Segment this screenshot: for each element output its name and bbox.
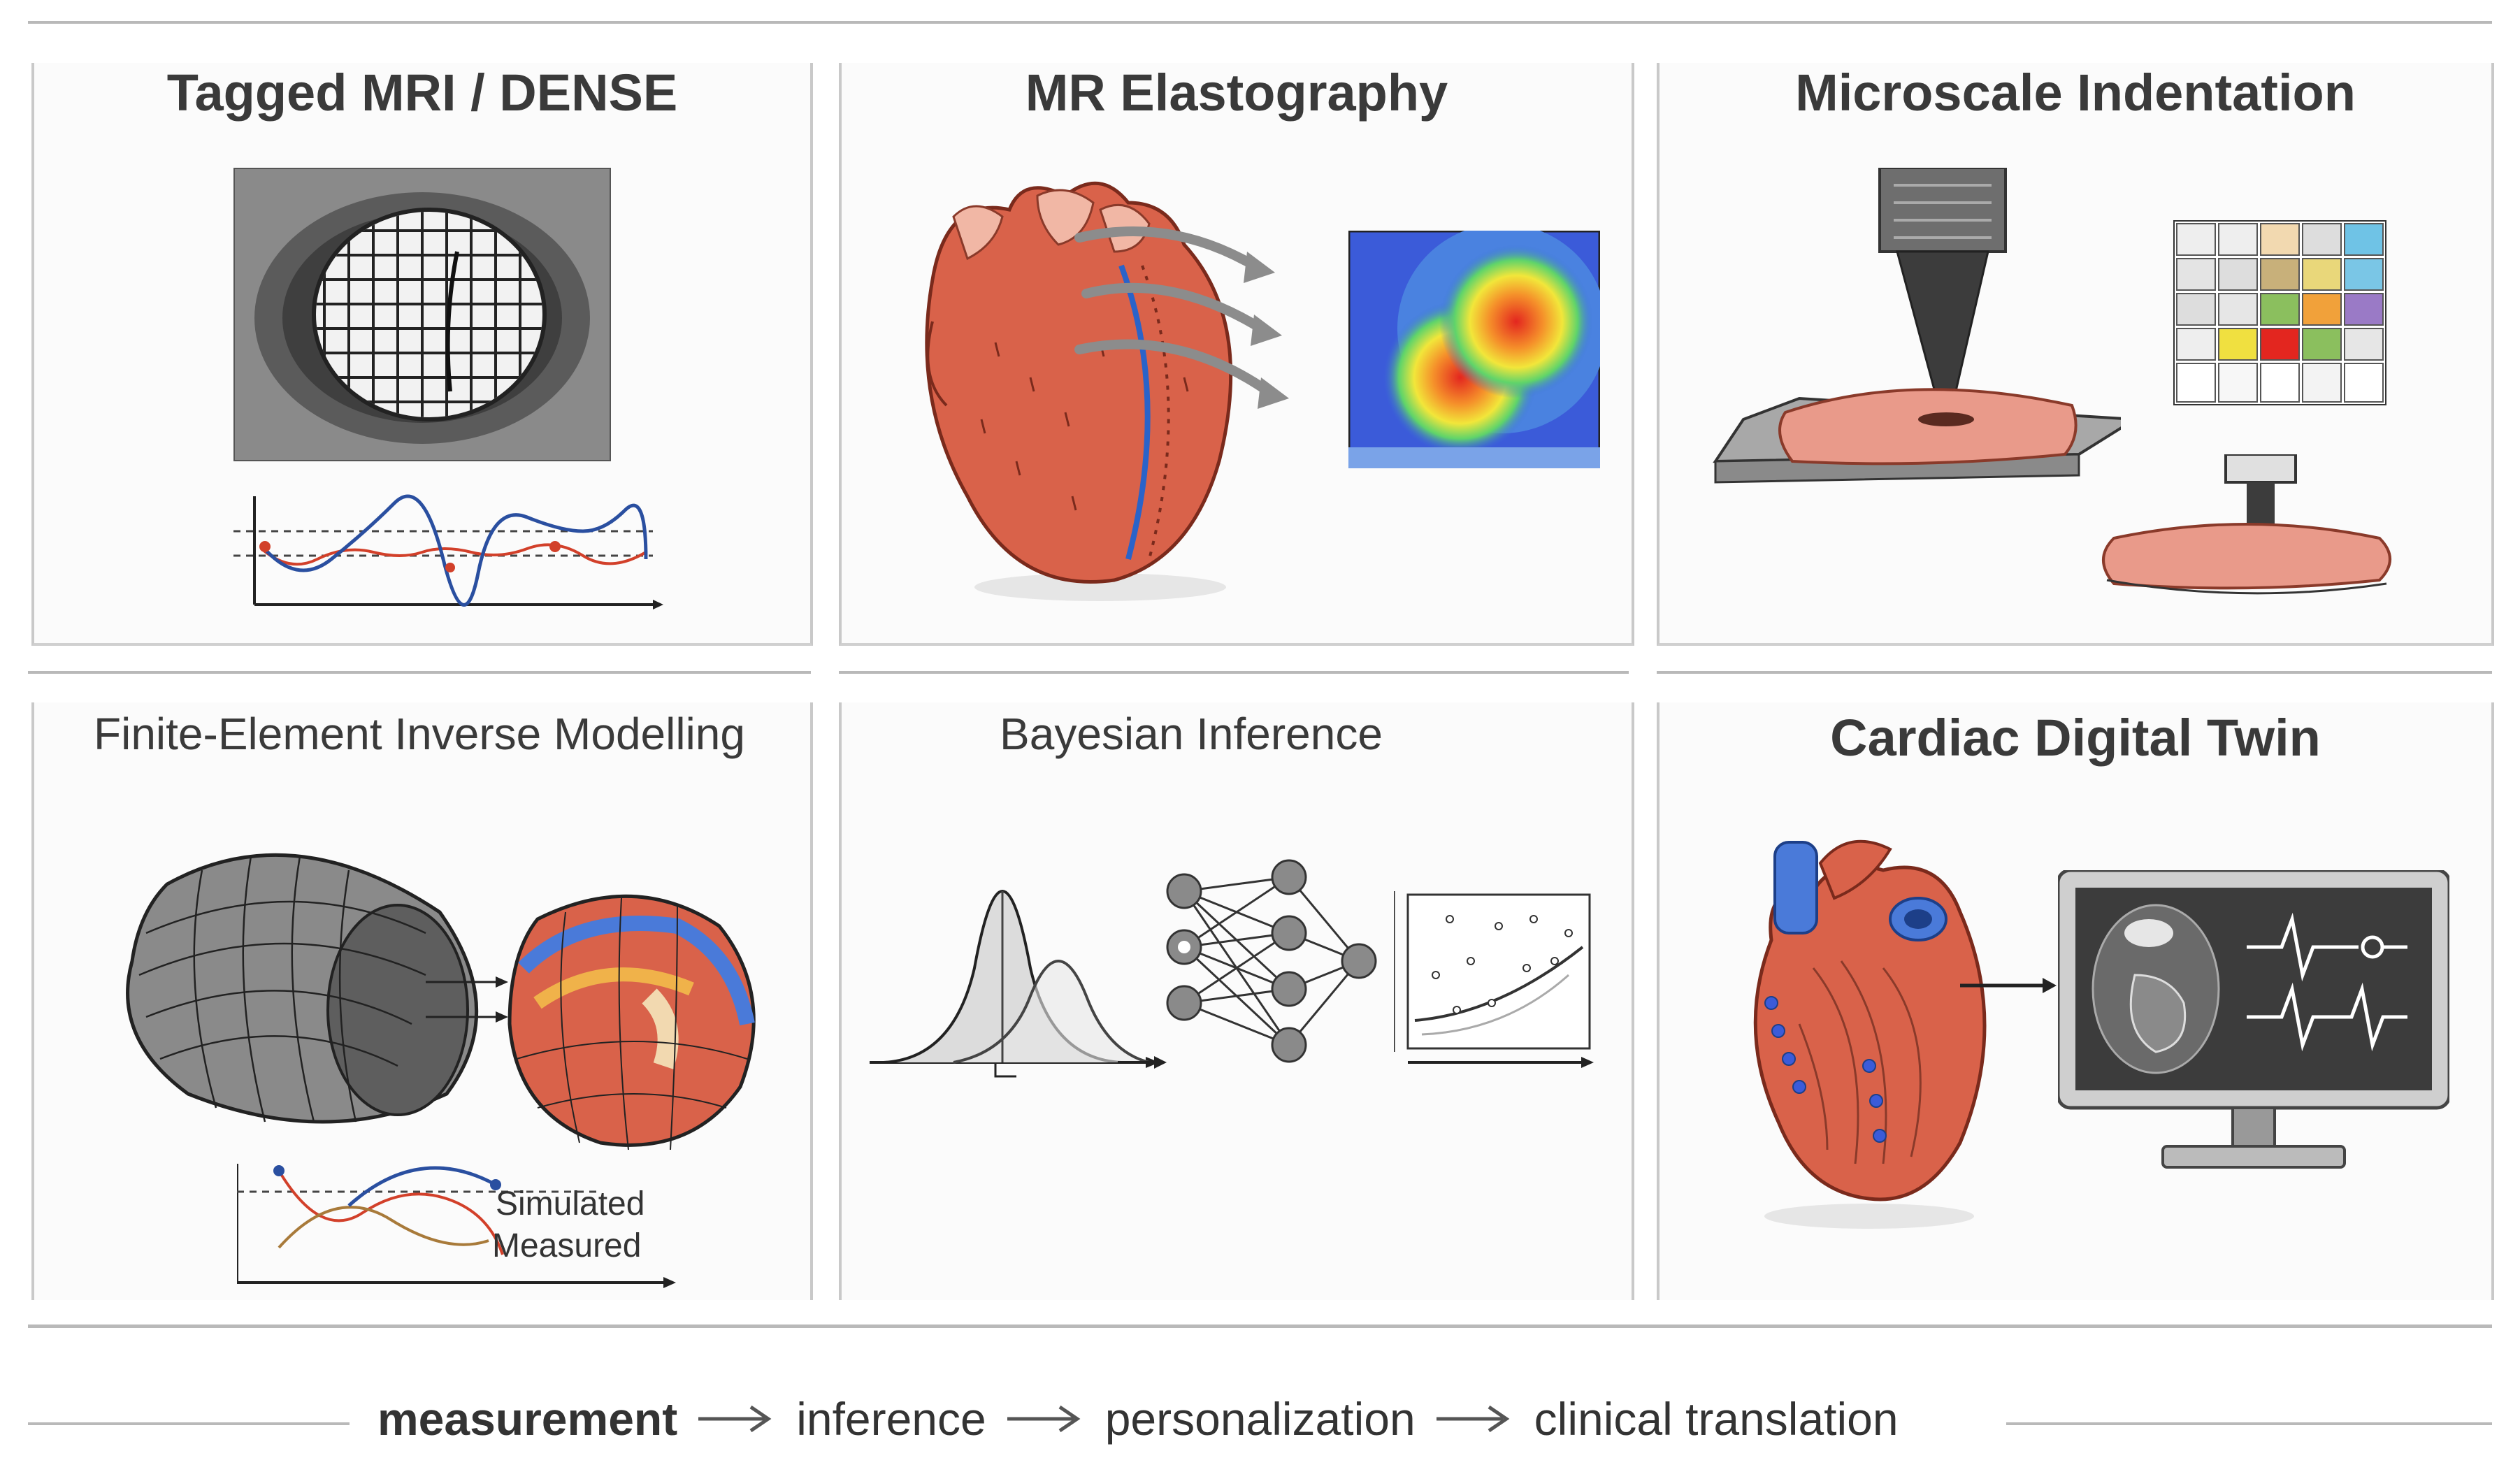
mri-slice-icon — [233, 168, 611, 461]
pipeline-step: inference — [796, 1393, 986, 1445]
panel-fe-inverse: Finite-Element Inverse Modelling — [31, 702, 813, 1300]
wave-arrows — [1074, 226, 1289, 409]
panel-title: Bayesian Inference — [1000, 709, 1383, 759]
neural-network-icon — [1166, 859, 1377, 1063]
footer-rule-right — [2006, 1422, 2492, 1425]
pipeline-step: clinical translation — [1534, 1393, 1899, 1445]
monitor-icon — [2058, 870, 2449, 1169]
pipeline-arrow-icon — [1436, 1405, 1510, 1433]
panel-title: MR Elastography — [1025, 64, 1448, 122]
legend-measured: Measured — [492, 1227, 642, 1264]
gaussian-prior-posterior-icon — [870, 889, 1160, 1078]
panel-title: Cardiac Digital Twin — [1830, 709, 2321, 767]
pipeline-flow: measurement inference personalization cl… — [377, 1391, 1899, 1447]
panel-digital-twin: Cardiac Digital Twin — [1657, 702, 2494, 1300]
mesh-icon — [126, 853, 508, 1124]
row-divider-right — [1657, 671, 2492, 674]
tissue-sample-icon — [2102, 454, 2391, 595]
fit-curve-icon — [237, 1164, 676, 1288]
pipeline-step: measurement — [377, 1393, 678, 1445]
panel-mr-elastography: MR Elastography — [839, 63, 1634, 646]
panel-tagged-mri: Tagged MRI / DENSE — [31, 63, 813, 646]
footer-rule-left — [28, 1422, 350, 1425]
color-grid-icon — [2173, 220, 2386, 405]
panel-bayesian: Bayesian Inference — [839, 702, 1634, 1300]
heart-icon — [1753, 839, 1987, 1229]
pipeline-step: personalization — [1104, 1393, 1416, 1445]
ecg-icon — [2247, 912, 2407, 1052]
fitted-heart-icon — [507, 894, 756, 1150]
panel-title: Tagged MRI / DENSE — [166, 64, 678, 122]
pipeline-arrow-icon — [1007, 1405, 1081, 1433]
scatter-fit-icon — [1394, 891, 1594, 1068]
twin-arrow — [1960, 978, 2057, 993]
panel-microscale-indentation: Microscale Indentation — [1657, 63, 2494, 646]
pipeline-arrow-icon — [698, 1405, 772, 1433]
bottom-rule — [28, 1325, 2492, 1328]
bayes-arrow — [1118, 1056, 1167, 1069]
legend-simulated: Simulated — [496, 1185, 645, 1222]
strain-curve-icon — [233, 494, 663, 609]
stiffness-map-icon — [1348, 231, 1600, 468]
row-divider-left — [28, 671, 811, 674]
heart-icon — [925, 181, 1233, 601]
indenter-icon — [1713, 168, 2121, 484]
row-divider-mid — [839, 671, 1629, 674]
panel-title: Microscale Indentation — [1795, 64, 2356, 122]
top-rule — [28, 21, 2492, 24]
panel-title: Finite-Element Inverse Modelling — [94, 709, 745, 759]
